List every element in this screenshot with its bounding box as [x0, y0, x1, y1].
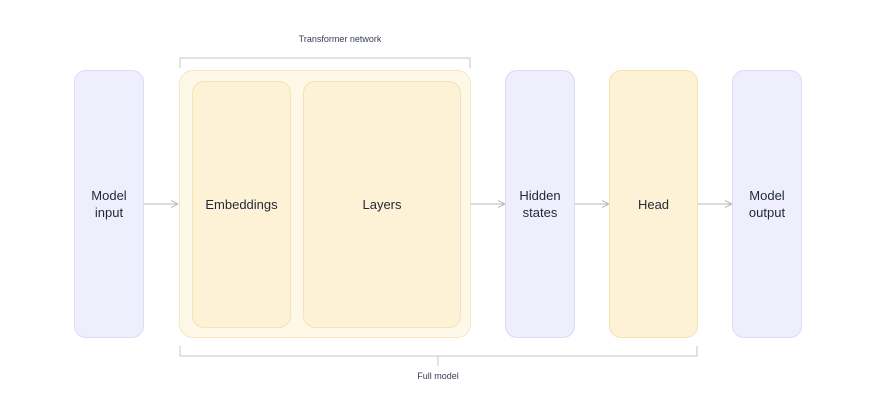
hidden-states-label: Hidden states	[519, 188, 561, 220]
model-input-label: Model input	[91, 188, 127, 220]
hidden-states-box: Hidden states	[505, 70, 575, 338]
head-box: Head	[609, 70, 698, 338]
embeddings-label: Embeddings	[205, 197, 278, 212]
model-output-label: Model output	[748, 188, 786, 220]
embeddings-box: Embeddings	[192, 81, 291, 328]
model-input-box: Model input	[74, 70, 144, 338]
layers-box: Layers	[303, 81, 461, 328]
transformer-network-label: Transformer network	[298, 34, 382, 44]
full-model-bracket	[179, 346, 698, 366]
full-model-label: Full model	[417, 371, 459, 381]
model-output-box: Model output	[732, 70, 802, 338]
layers-label: Layers	[362, 197, 402, 212]
head-label: Head	[637, 196, 670, 212]
transformer-network-bracket	[179, 57, 471, 68]
